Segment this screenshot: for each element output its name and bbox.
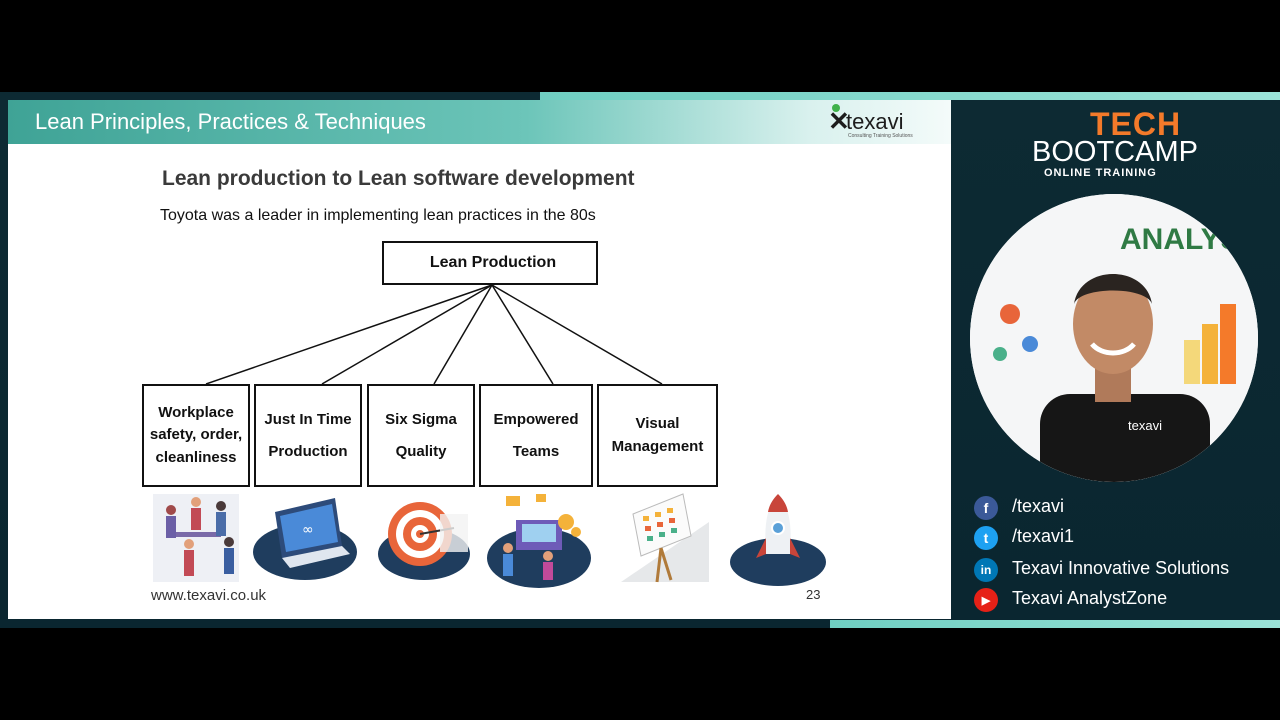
brand-bootcamp: BOOTCAMP [1032,136,1198,168]
presenter-video-frame: ANALYST ZONE texavi [970,194,1258,482]
frame-accent-top [540,92,1280,100]
shirt-logo-text: texavi [1128,418,1162,433]
youtube-icon: ▶ [974,588,998,612]
logo-tagline: Consulting Training Solutions [848,133,913,139]
texavi-logo: ✕ texavi Consulting Training Solutions [828,104,918,139]
team-meeting-illustration [153,494,239,582]
presenter-webcam: ANALYST ZONE texavi [970,194,1258,482]
social-label: Texavi Innovative Solutions [1012,558,1230,578]
svg-text:∞: ∞ [302,522,314,538]
linkedin-icon: in [974,558,998,582]
target-illustration [378,502,470,580]
twitter-icon: t [974,526,998,550]
connector-line [205,284,493,385]
social-label: /texavi1 [1012,526,1075,546]
connector-line [433,284,493,385]
child-box-workplace-safety: Workplace safety, order, cleanliness [142,384,250,487]
slide-subtitle: Lean production to Lean software develop… [162,167,635,190]
connector-line [321,284,493,385]
child-box-label: Just In Time Production [264,411,352,460]
child-box-visual-management: Visual Management [597,384,718,487]
facebook-icon: f [974,496,998,520]
social-label: Texavi AnalystZone [1012,588,1168,608]
child-box-label: Empowered Teams [493,411,579,460]
slide-page-number: 23 [806,587,821,602]
presenter-sidebar: TECH BOOTCAMP ONLINE TRAINING ANALYST ZO… [952,100,1272,620]
root-box-label: Lean Production [429,254,557,271]
social-label: /texavi [1012,496,1065,516]
slide-intro-text: Toyota was a leader in implementing lean… [160,207,596,224]
texavi-logo-mark-icon: ✕ [828,104,850,136]
child-box-label: Workplace safety, order, cleanliness [149,403,243,466]
laptop-illustration: ∞ [253,498,357,580]
logo-wordmark: texavi [846,109,904,134]
connector-lines [205,284,663,385]
brand-tech: TECH [1090,106,1182,142]
visual-board-illustration [621,493,709,583]
child-box-six-sigma: Six Sigma Quality [367,384,475,487]
presentation-slide: Lean Principles, Practices & Techniques … [8,100,951,619]
child-box-just-in-time: Just In Time Production [254,384,362,487]
connector-line [491,284,554,385]
footer-url: www.texavi.co.uk [151,587,267,604]
child-box-label: Six Sigma Quality [385,411,457,460]
root-box-lean-production: Lean Production [382,241,598,285]
child-box-label: Visual Management [611,415,704,455]
frame-accent-bottom [830,620,1280,628]
empowered-teams-illustration [487,494,591,588]
connector-line [491,284,663,385]
rocket-illustration [730,494,826,586]
slide-header: Lean Principles, Practices & Techniques … [8,100,951,144]
wall-sign-text: ANALYST ZONE [1120,223,1258,256]
slide-title: Lean Principles, Practices & Techniques [35,109,426,134]
child-box-empowered-teams: Empowered Teams [479,384,593,487]
brand-online-training: ONLINE TRAINING [1044,167,1157,179]
